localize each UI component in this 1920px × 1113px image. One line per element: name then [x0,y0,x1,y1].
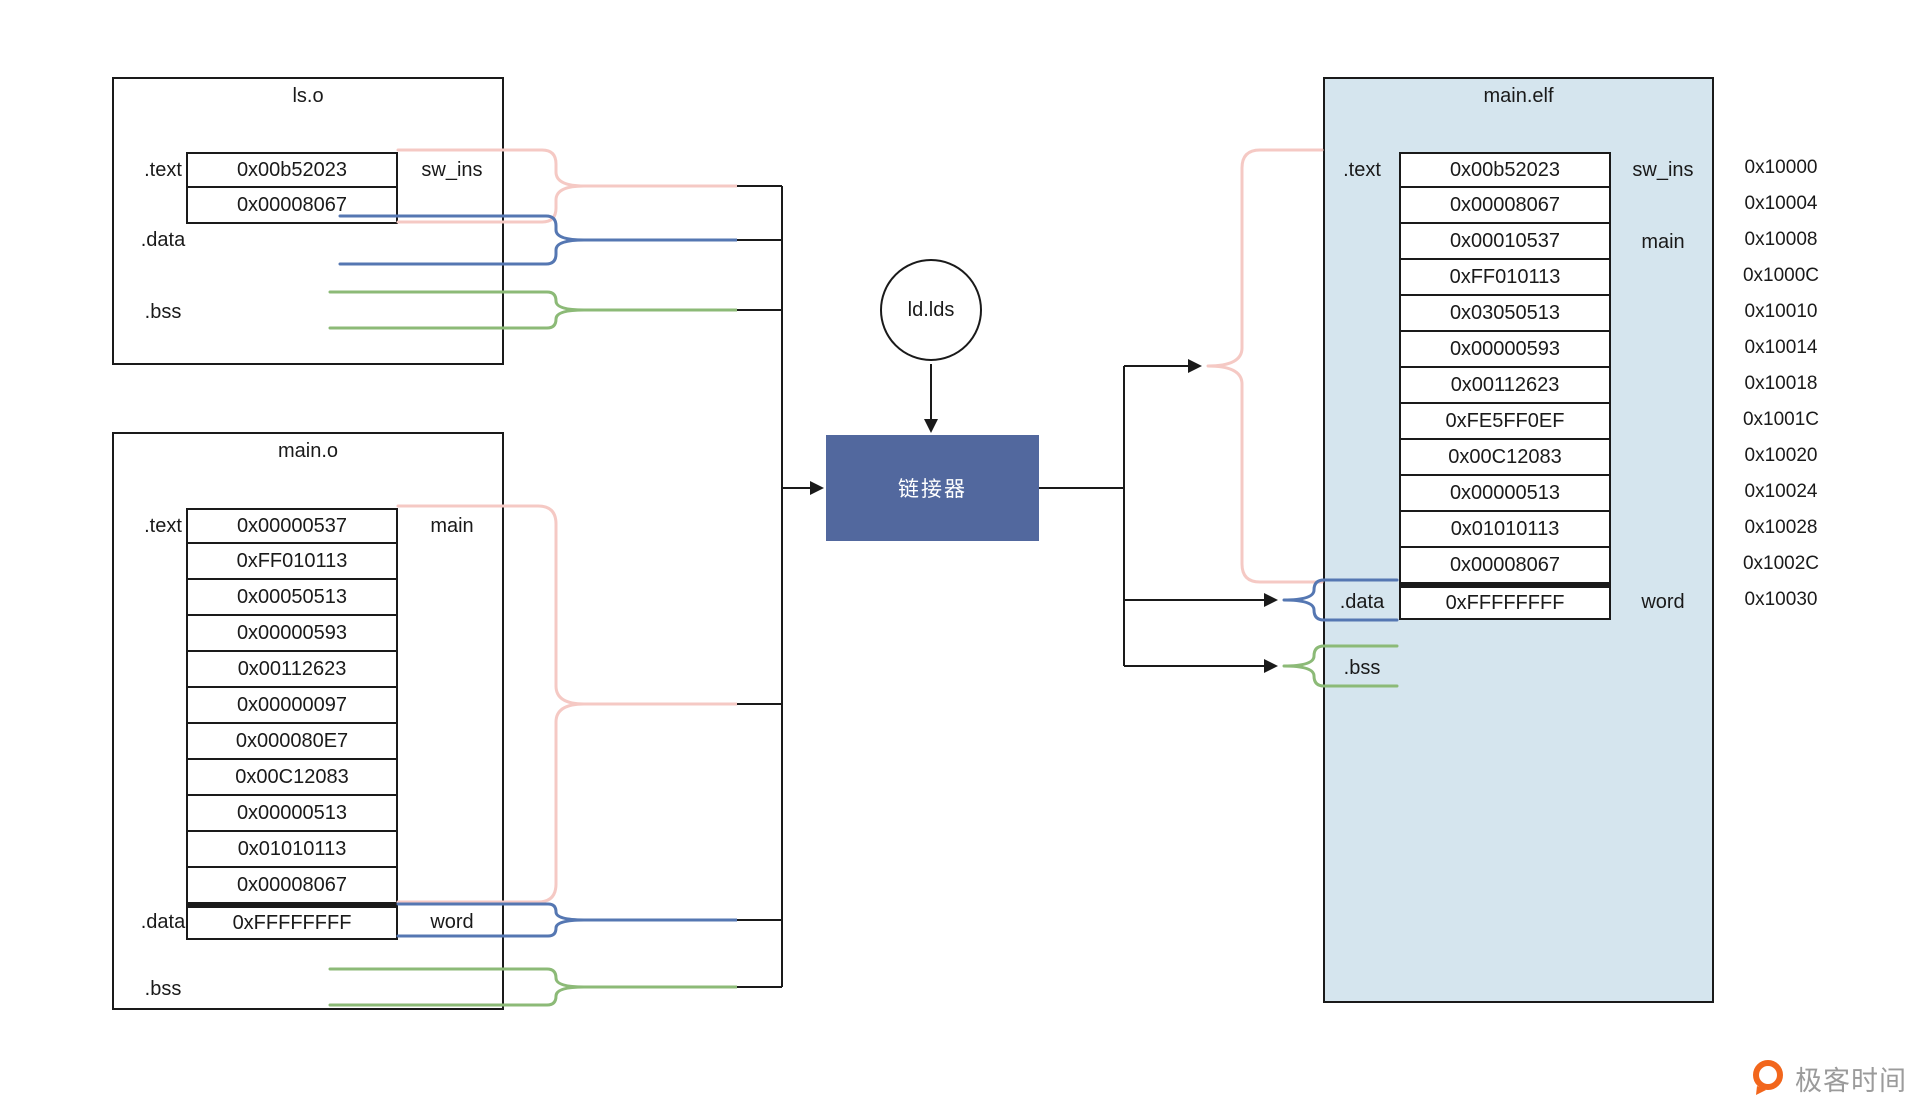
hex-cell: 0x00112623 [1399,368,1611,404]
lso-text-section-label: .text [144,158,182,181]
addr-cell: 0x1001C [1742,409,1820,430]
addr-cell: 0x10028 [1744,517,1818,538]
hex-cell: 0x00b52023 [186,152,398,188]
geektime-logo: 极客时间 [1749,1058,1907,1098]
arrowhead-bss [1264,659,1278,673]
hex-cell: 0x01010113 [1399,512,1611,548]
addr-cell: 0x10018 [1744,373,1818,394]
maino-symbol-word: word [430,910,474,933]
hex-cell: 0x00000537 [186,508,398,544]
arrowhead-text [1188,359,1202,373]
hex-cell: 0x00008067 [186,868,398,904]
data-brace-tails [584,238,737,922]
hex-cell: 0x00010537 [1399,224,1611,260]
elf-title: main.elf [1483,85,1554,107]
linker-label: 链接器 [898,478,967,501]
arrowhead-data [1264,593,1278,607]
lso-symbol-sw-ins: sw_ins [421,158,483,181]
elf-addresses: 0x10000 0x10004 0x10008 0x1000C 0x10010 … [1726,150,1836,618]
elf-symbol-sw-ins: sw_ins [1632,158,1694,181]
addr-cell: 0x10020 [1744,445,1818,466]
lso-box: ls.o .text 0x00b52023 0x00008067 sw_ins … [112,77,504,365]
hex-cell: 0x03050513 [1399,296,1611,332]
addr-cell: 0x10014 [1744,337,1818,358]
lso-bss-section-label: .bss [144,300,182,323]
hex-cell: 0x00008067 [1399,548,1611,584]
hex-cell: 0x00000513 [1399,476,1611,512]
linker-script-label: ld.lds [907,298,955,321]
hex-cell: 0x00050513 [186,580,398,616]
addr-cell: 0x10008 [1744,229,1818,250]
elf-text-section-label: .text [1343,158,1381,181]
left-collector-lines [737,185,812,988]
hex-cell: 0xFF010113 [186,544,398,580]
maino-symbol-main: main [430,514,474,537]
addr-cell: 0x10030 [1744,589,1818,610]
text-brace-tails [584,184,737,706]
maino-box: main.o .text 0x00000537 0xFF010113 0x000… [112,432,504,1010]
maino-bss-section-label: .bss [144,977,182,1000]
linker-box: 链接器 [826,435,1039,541]
lso-data-section-label: .data [140,228,186,251]
hex-cell: 0xFF010113 [1399,260,1611,296]
hex-cell: 0x00000593 [1399,332,1611,368]
elf-data-section-label: .data [1339,590,1385,613]
elf-text-brace [1206,148,1324,584]
hex-cell: 0x00000593 [186,616,398,652]
hex-cell: 0x01010113 [186,832,398,868]
addr-cell: 0x10000 [1744,157,1818,178]
hex-cell: 0xFE5FF0EF [1399,404,1611,440]
addr-cell: 0x10004 [1744,193,1818,214]
maino-cells: 0x00000537 0xFF010113 0x00050513 0x00000… [186,508,398,940]
elf-symbol-main: main [1641,230,1685,253]
addr-cell: 0x1000C [1742,265,1820,286]
right-distributor-lines [1039,365,1264,667]
hex-cell: 0x00C12083 [186,760,398,796]
hex-cell: 0x000080E7 [186,724,398,760]
hex-cell: 0x00008067 [1399,188,1611,224]
arrowhead-into-linker [810,481,824,495]
hex-cell: 0x00008067 [186,188,398,224]
geektime-logo-text: 极客时间 [1795,1065,1907,1096]
hex-cell: 0x00000097 [186,688,398,724]
elf-symbol-word: word [1641,590,1685,613]
lso-text-cells: 0x00b52023 0x00008067 [186,152,398,224]
linker-script-circle: ld.lds [880,259,982,361]
arrowhead-down-linker [924,419,938,433]
lso-title: ls.o [292,85,324,107]
hex-cell-data: 0xFFFFFFFF [186,904,398,940]
hex-cell: 0x00112623 [186,652,398,688]
elf-cells: 0x00b52023 0x00008067 0x00010537 0xFF010… [1399,152,1611,620]
addr-cell: 0x10010 [1744,301,1818,322]
addr-cell: 0x10024 [1744,481,1818,502]
bss-brace-tails [584,308,737,989]
hex-cell: 0x00C12083 [1399,440,1611,476]
elf-box: main.elf .text 0x00b52023 0x00008067 0x0… [1323,77,1714,1003]
addr-cell: 0x1002C [1742,553,1820,574]
maino-title: main.o [277,440,339,462]
geektime-logo-icon [1753,1060,1783,1095]
hex-cell: 0x00b52023 [1399,152,1611,188]
elf-bss-section-label: .bss [1343,656,1381,679]
hex-cell: 0x00000513 [186,796,398,832]
hex-cell-data: 0xFFFFFFFF [1399,584,1611,620]
maino-text-section-label: .text [144,514,182,537]
maino-data-section-label: .data [140,910,186,933]
